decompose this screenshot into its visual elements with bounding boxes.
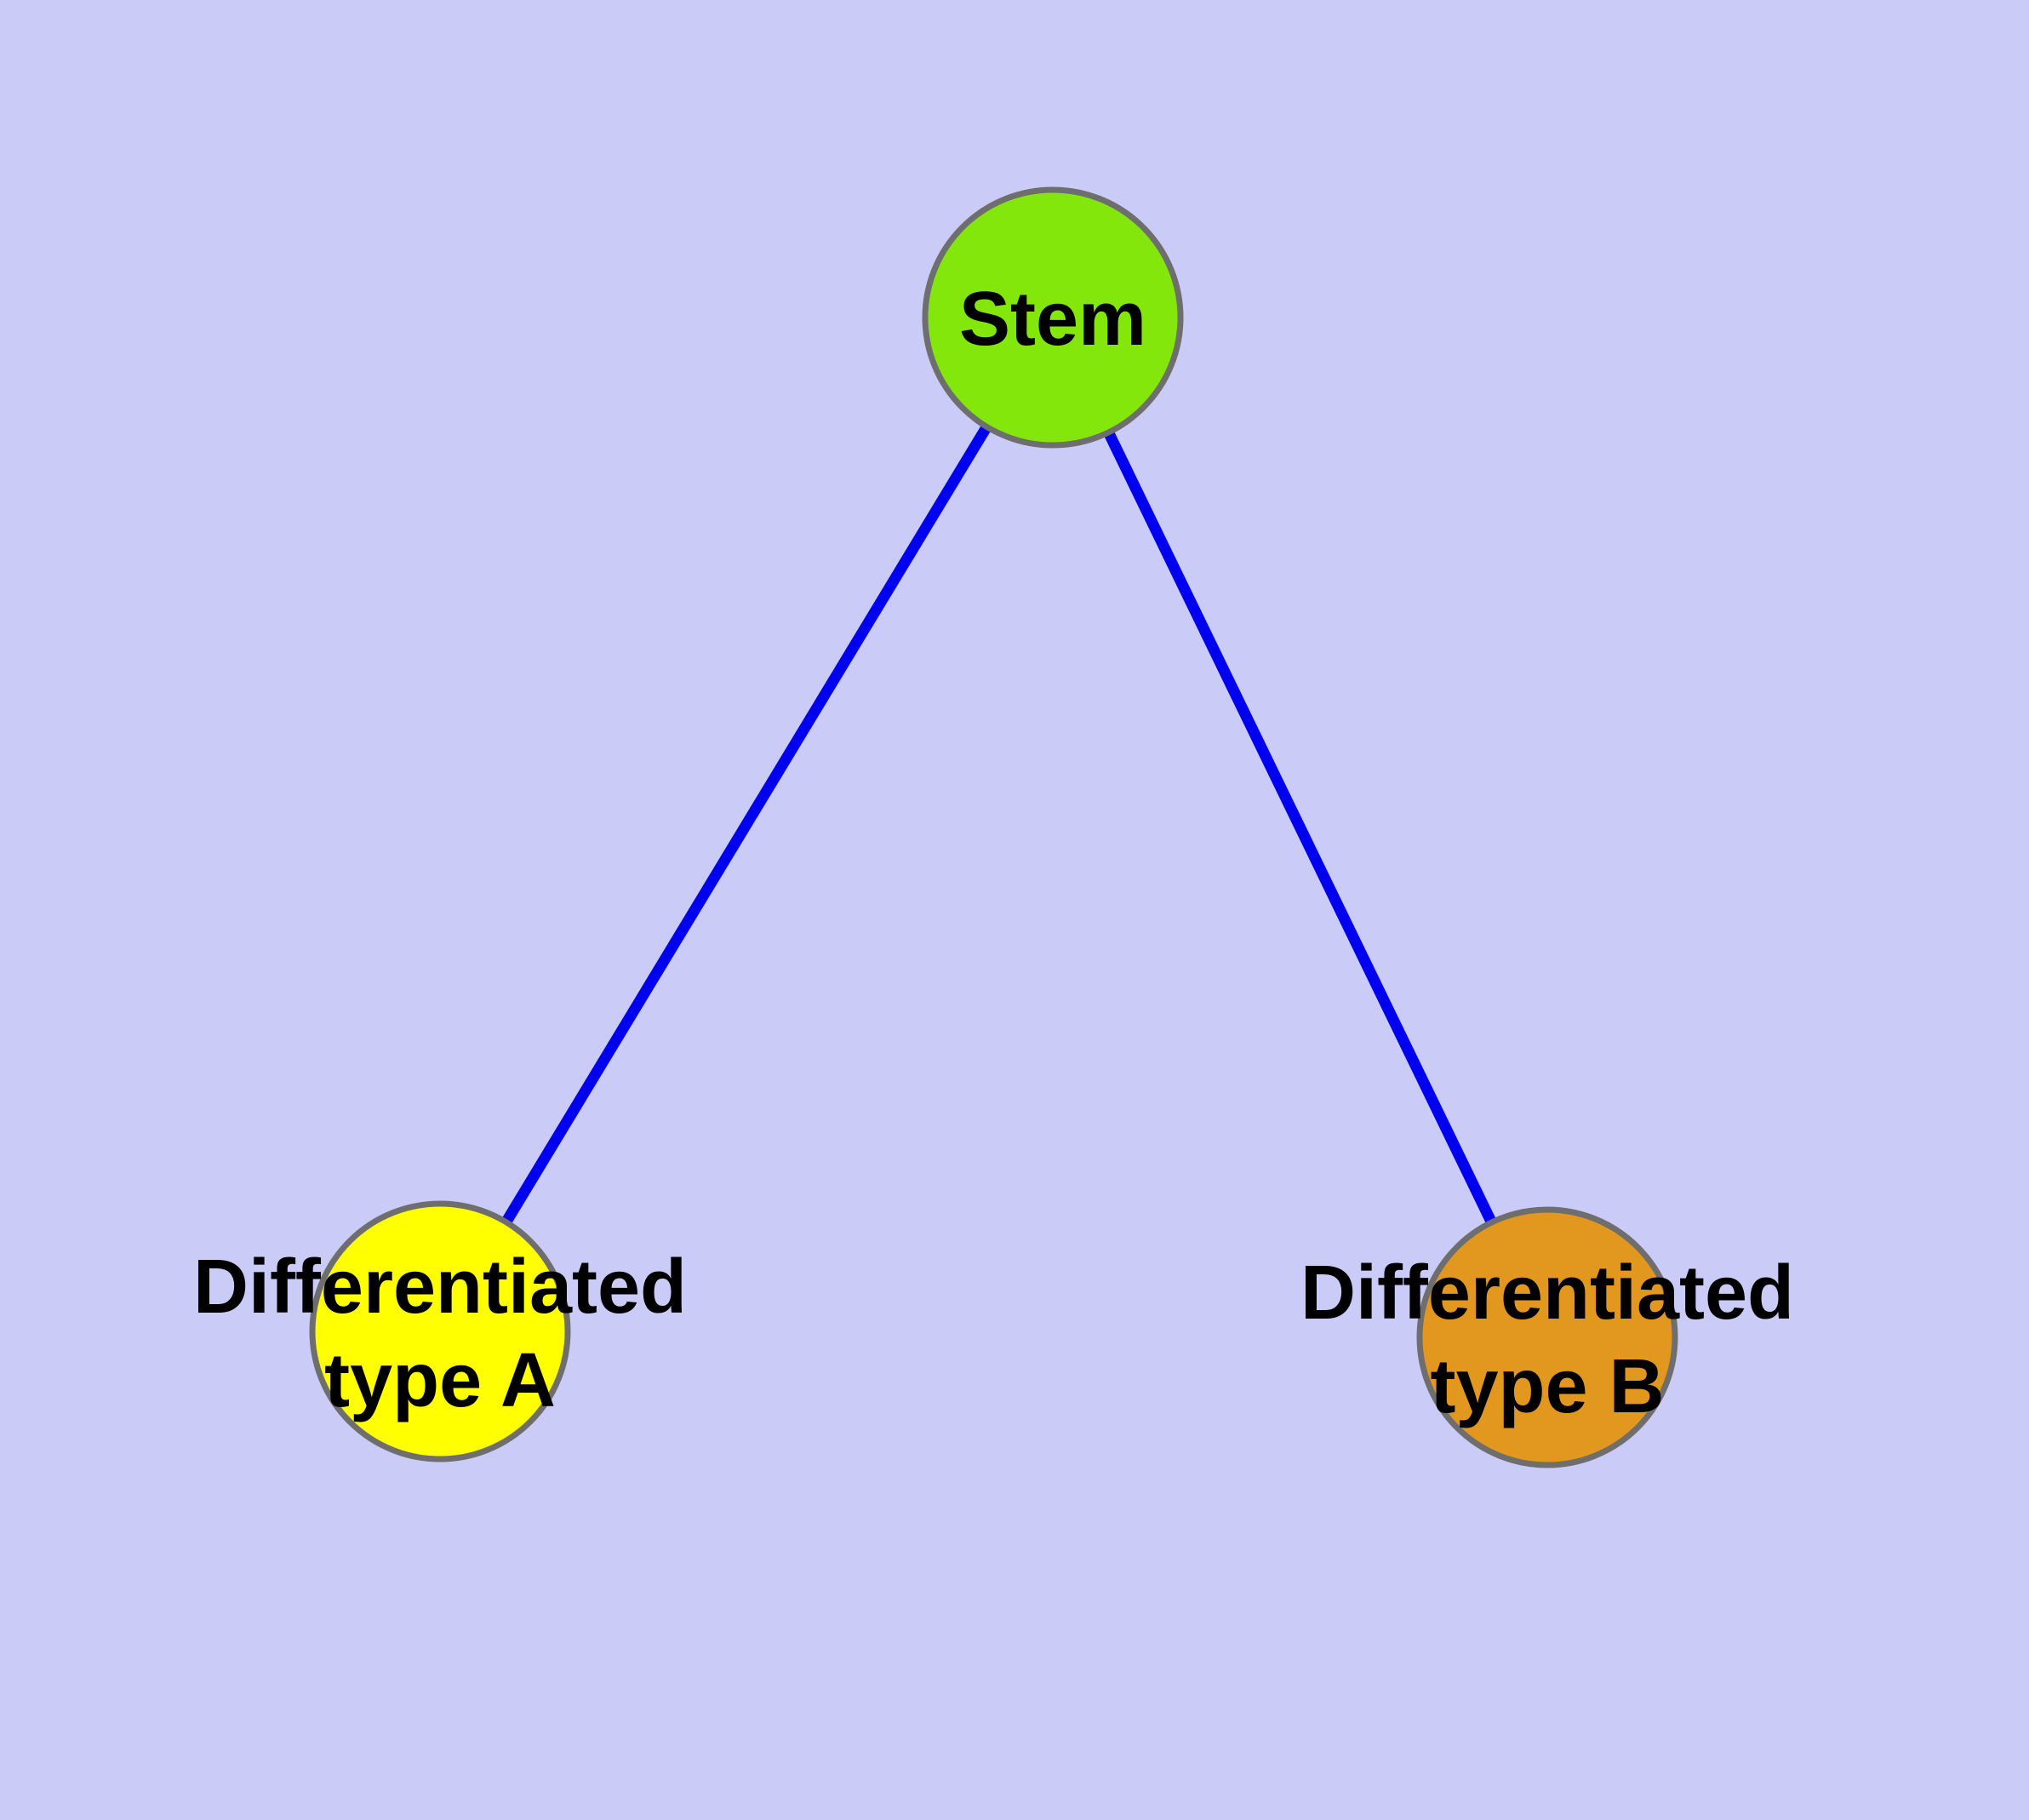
node-differentiated-type-b: Differentiated type B: [1300, 1206, 1794, 1468]
node-differentiated-type-a-label-line2: type A: [324, 1338, 556, 1423]
node-differentiated-type-b-label-line2: type B: [1430, 1344, 1664, 1429]
node-stem: Stem: [922, 186, 1184, 449]
node-differentiated-type-b-circle: [1416, 1206, 1678, 1468]
node-stem-label: Stem: [959, 277, 1146, 362]
node-differentiated-type-b-label-line1: Differentiated: [1300, 1251, 1794, 1336]
node-stem-circle: [922, 186, 1184, 449]
node-differentiated-type-a: Differentiated type A: [193, 1200, 687, 1462]
edge-stem-to-type-b: [1047, 312, 1553, 1343]
edge-stem-to-type-a: [434, 312, 1059, 1337]
node-differentiated-type-a-circle: [309, 1200, 571, 1462]
node-differentiated-type-a-label-line1: Differentiated: [193, 1245, 687, 1330]
